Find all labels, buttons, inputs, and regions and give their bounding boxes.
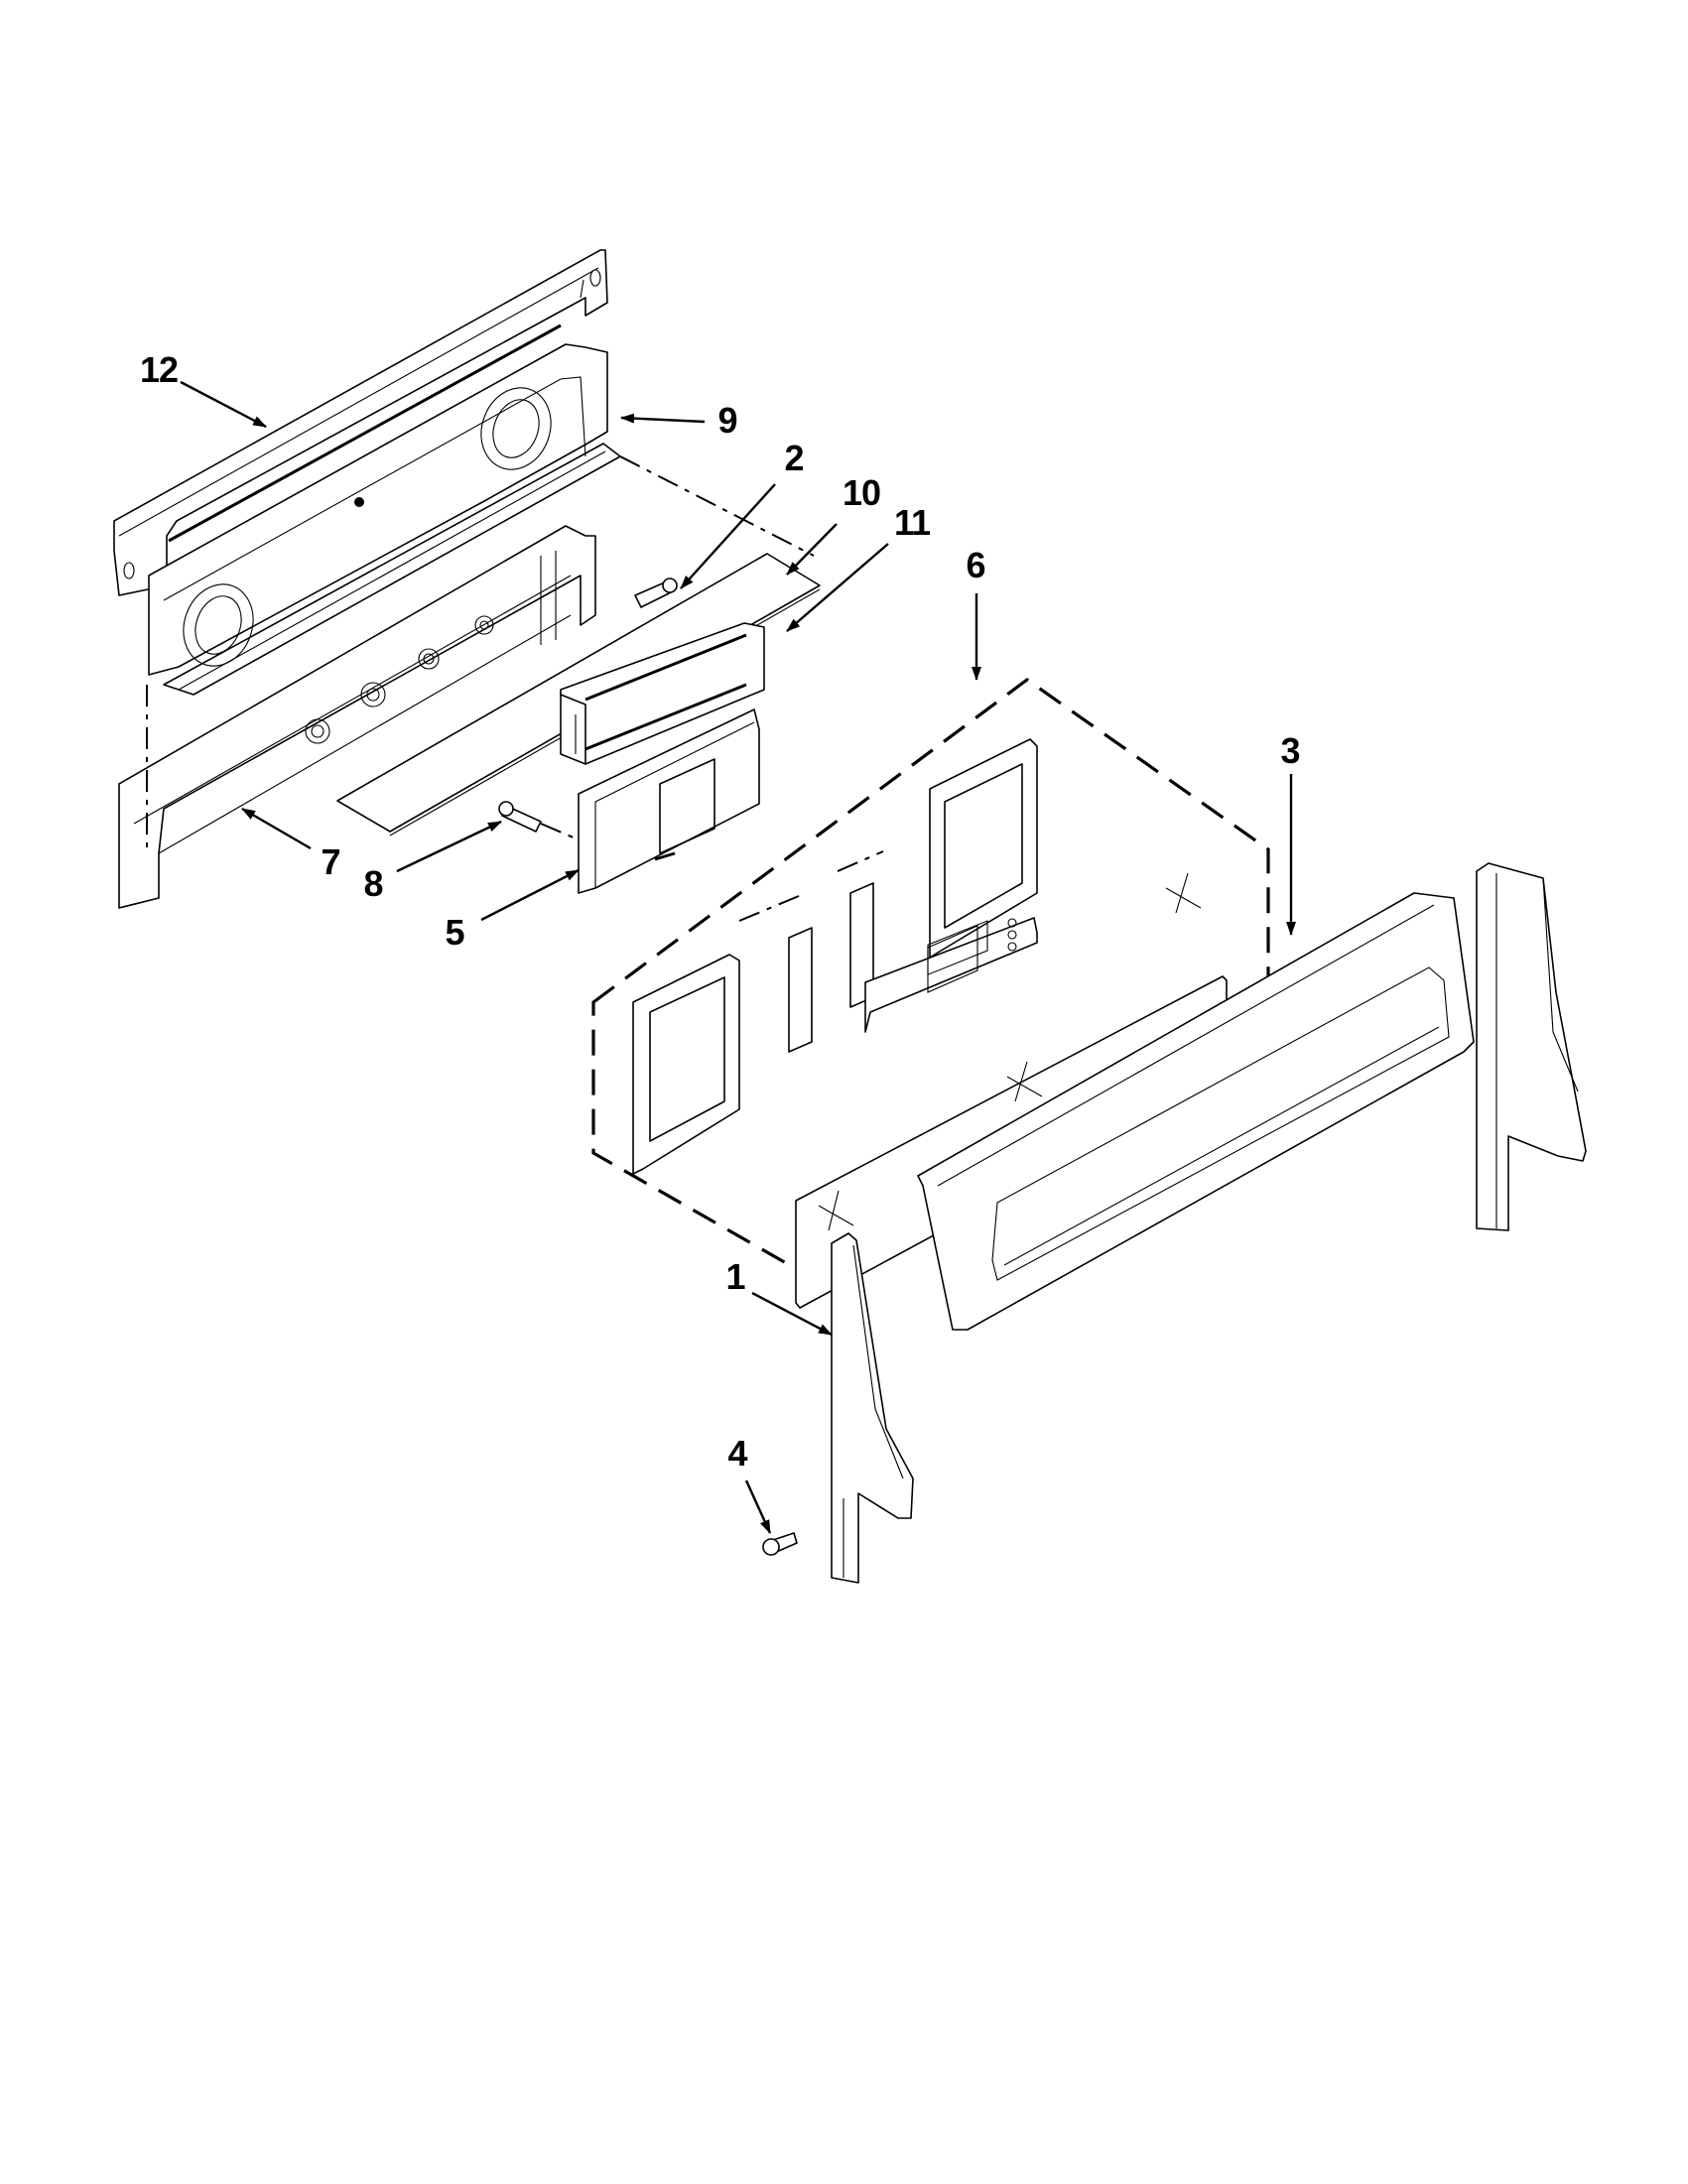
part-5-control-board [578,708,760,894]
callout-1: 1 [725,1256,745,1297]
part-1-endcap-left [831,1232,914,1584]
part-2-screw [634,578,678,608]
callout-6: 6 [966,545,985,585]
part-9-manifold-panel [148,343,621,696]
callout-10: 10 [842,472,881,513]
part-7-control-panel-bracket [118,525,596,909]
part-11-touch-panel-bracket [560,622,765,765]
leader-arrows [180,380,1296,1534]
part-3-control-panel-trim [917,892,1475,1331]
callout-11: 11 [893,502,931,543]
callout-5: 5 [445,912,464,953]
callout-9: 9 [717,400,737,441]
endcap-right [1476,862,1587,1231]
callout-3: 3 [1280,730,1300,771]
part-8-screw [498,801,542,833]
callout-2: 2 [784,438,804,478]
callout-8: 8 [363,863,383,904]
callout-12: 12 [139,349,179,390]
callout-4: 4 [727,1433,747,1474]
part-4-screw [762,1532,798,1556]
callout-7: 7 [321,841,340,882]
